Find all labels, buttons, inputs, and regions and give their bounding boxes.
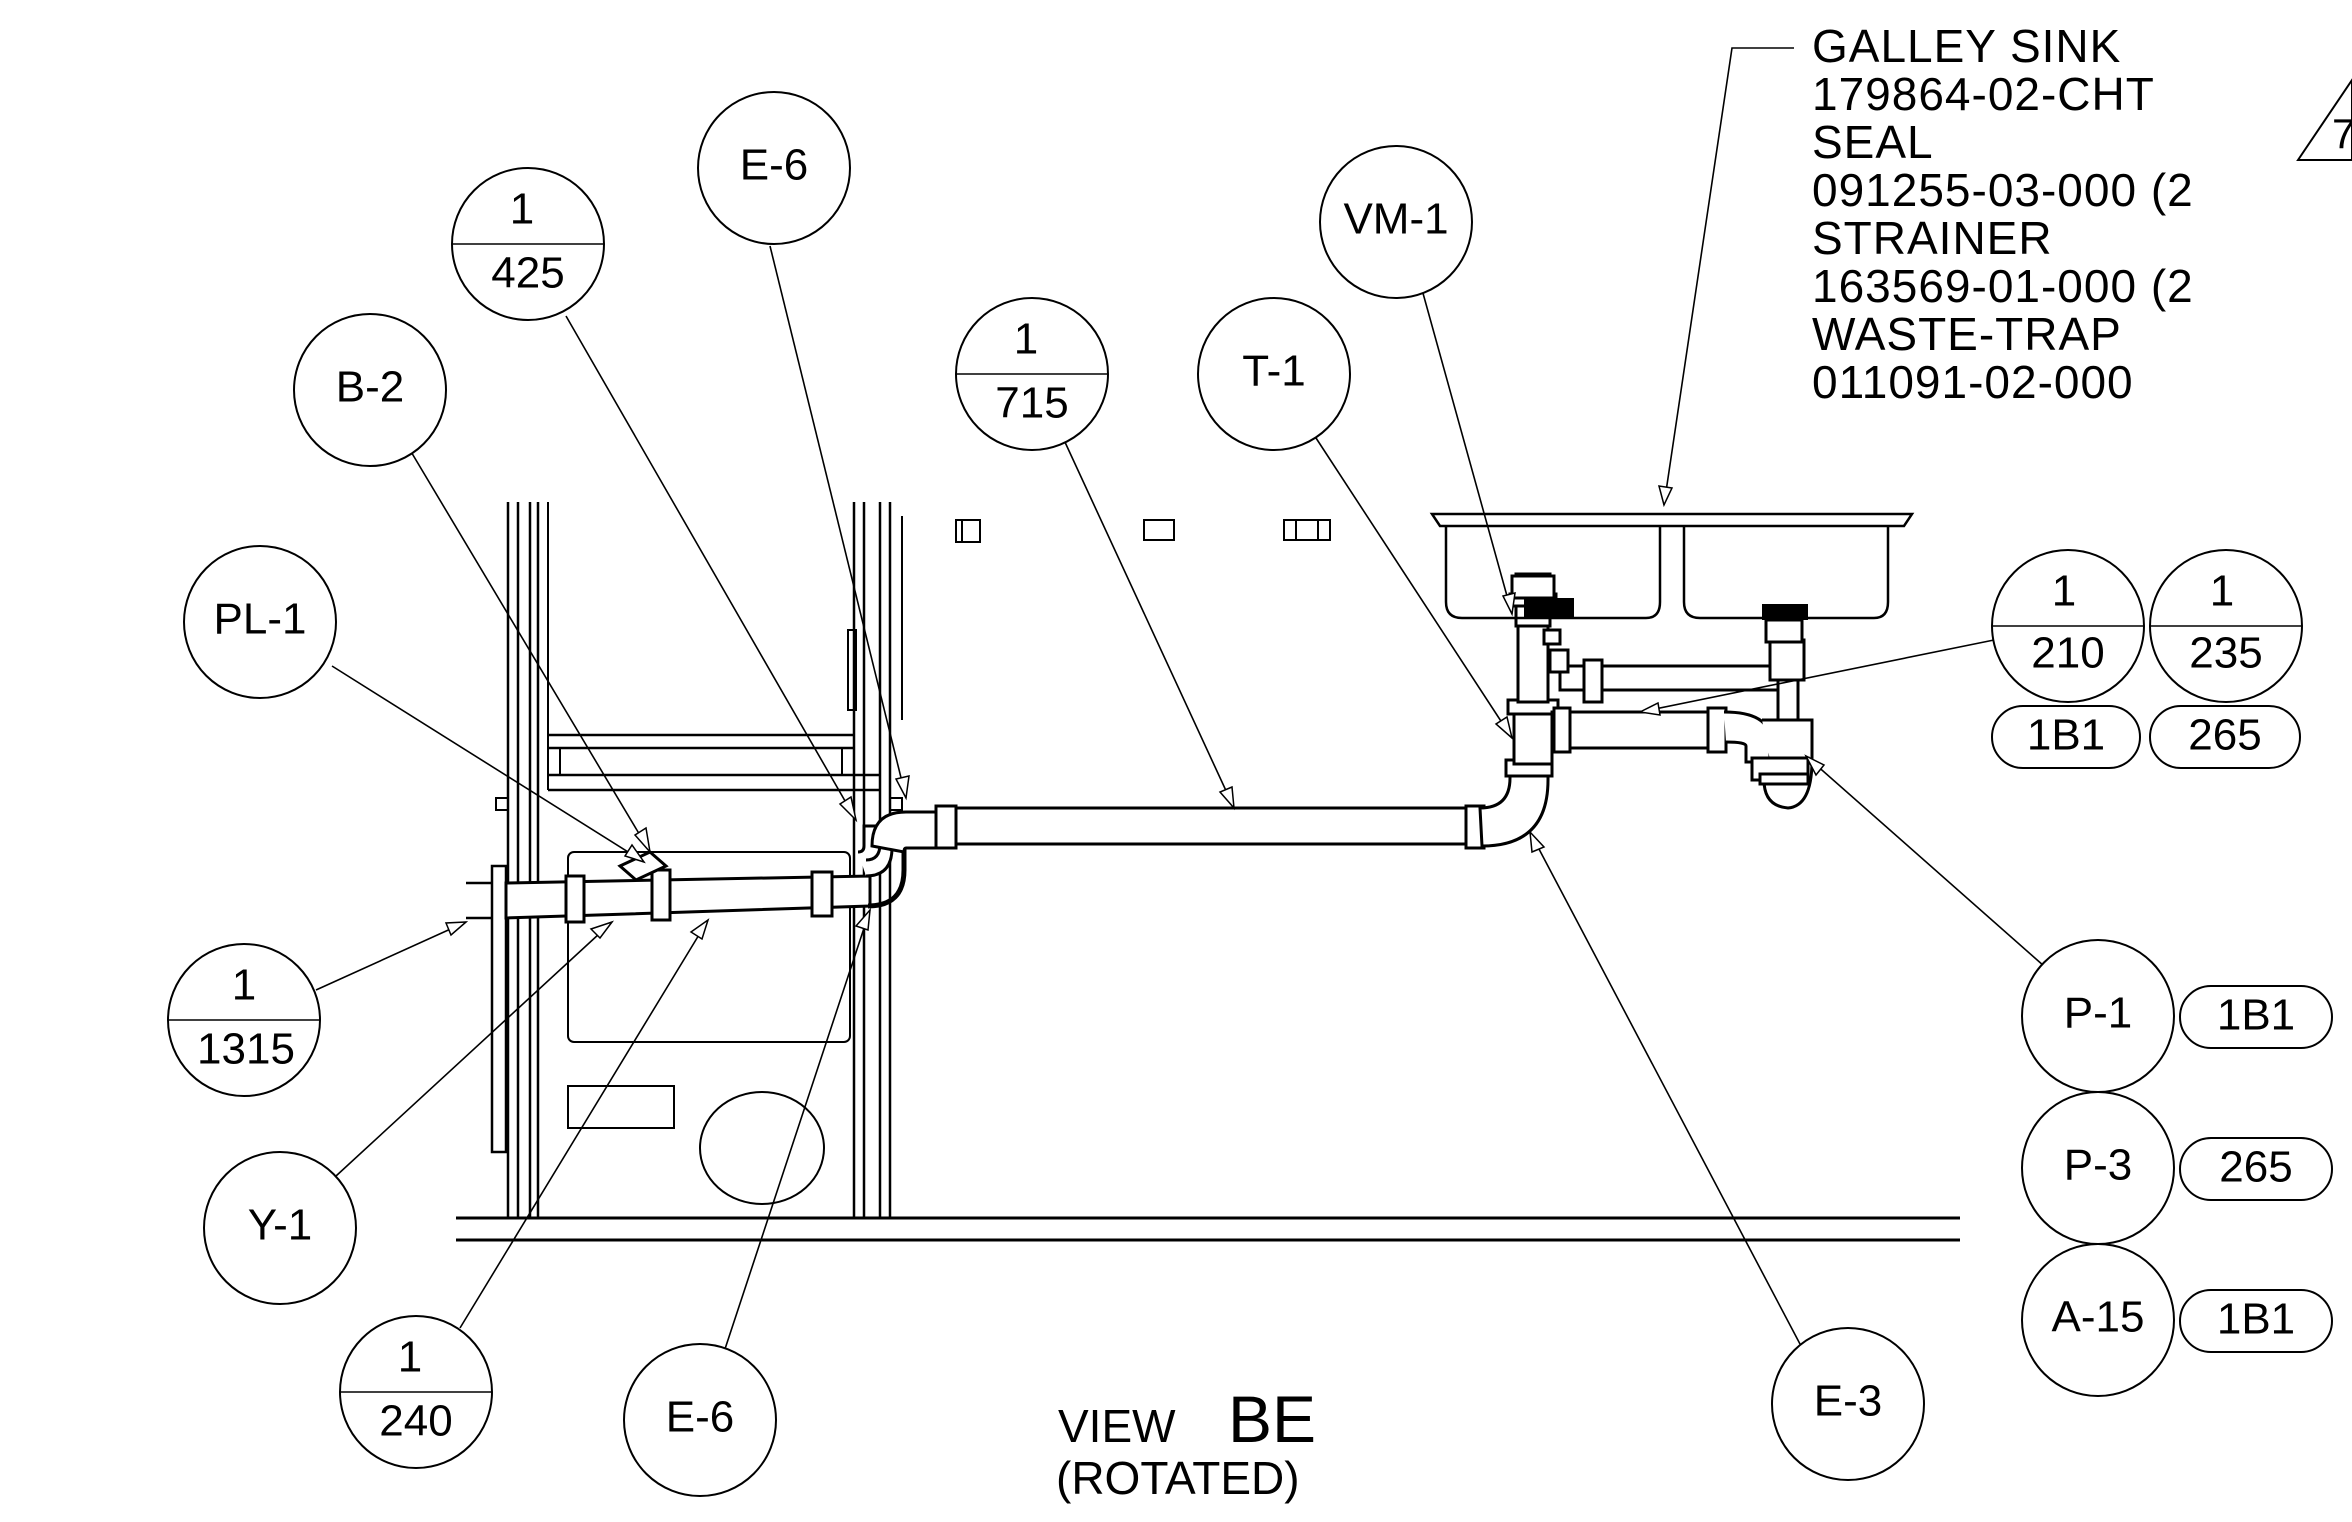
callout-label: VM-1 [1343, 195, 1448, 244]
tag-1b1-a15: 1B1 [2179, 1289, 2333, 1353]
callout-bubble-1-210: 1 210 [1991, 549, 2145, 703]
callout-bubble-1-425: 1 425 [451, 167, 605, 321]
tag-265-p3: 265 [2179, 1137, 2333, 1201]
callout-bubble-pl1: PL-1 [183, 545, 337, 699]
floor-line [456, 1216, 1960, 1242]
tag-1b1-p1: 1B1 [2179, 985, 2333, 1049]
callout-sheet: 1 [2210, 567, 2234, 616]
tag-label: 1B1 [2027, 711, 2105, 760]
main-drain-pipe [870, 758, 1554, 854]
note-line: SEAL [1812, 116, 1934, 168]
tag-265: 265 [2149, 705, 2301, 769]
leader-lines [315, 47, 2045, 1353]
revision-number: 7 [2332, 110, 2352, 157]
note-line: STRAINER [1812, 212, 2053, 264]
tag-label: 265 [2219, 1143, 2292, 1192]
note-line: 163569-01-000 (2 [1812, 260, 2194, 312]
callout-label: P-3 [2064, 1141, 2132, 1190]
callout-label: A-15 [2052, 1293, 2145, 1342]
callout-bubble-e6: E-6 [697, 91, 851, 245]
callout-sheet: 1 [2052, 567, 2076, 616]
note-line: 179864-02-CHT [1812, 68, 2155, 120]
callout-bubble-e6-lower: E-6 [623, 1343, 777, 1497]
callout-index: 240 [379, 1397, 452, 1446]
note-line: 011091-02-000 [1812, 356, 2134, 408]
callout-label: T-1 [1242, 347, 1306, 396]
callout-label: E-3 [1814, 1377, 1882, 1426]
callout-label: Y-1 [248, 1201, 312, 1250]
callout-label: P-1 [2064, 989, 2132, 1038]
view-note: (ROTATED) [1056, 1452, 1300, 1504]
lower-drain-pipe [504, 824, 907, 924]
view-id: BE [1228, 1382, 1316, 1456]
galley-sink-note: GALLEY SINK 179864-02-CHT SEAL 091255-03… [1812, 20, 2194, 408]
wall-brackets [955, 519, 1331, 543]
tag-1b1: 1B1 [1991, 705, 2141, 769]
callout-index: 425 [491, 249, 564, 298]
callout-bubble-p3: P-3 [2021, 1091, 2175, 1245]
callout-bubble-vm1: VM-1 [1319, 145, 1473, 299]
callout-bubble-p1: P-1 [2021, 939, 2175, 1093]
callout-index: 1315 [197, 1025, 295, 1074]
cabinet-structure [466, 502, 903, 1218]
tag-label: 1B1 [2217, 1295, 2295, 1344]
callout-index: 235 [2189, 629, 2262, 678]
callout-label: B-2 [336, 363, 404, 412]
view-prefix: VIEW [1058, 1400, 1176, 1452]
callout-bubble-y1: Y-1 [203, 1151, 357, 1305]
note-line: 091255-03-000 (2 [1812, 164, 2194, 216]
callout-sheet: 1 [232, 961, 256, 1010]
p-trap [1750, 638, 1814, 810]
tag-label: 1B1 [2217, 991, 2295, 1040]
note-line: GALLEY SINK [1812, 20, 2121, 72]
callout-bubble-1-240: 1 240 [339, 1315, 493, 1469]
callout-bubble-1-235: 1 235 [2149, 549, 2303, 703]
view-title: VIEW BE (ROTATED) [1056, 1382, 1316, 1504]
tag-label: 265 [2188, 711, 2261, 760]
callout-bubble-e3: E-3 [1771, 1327, 1925, 1481]
callout-index: 715 [995, 379, 1068, 428]
callout-bubble-1-1315: 1 1315 [167, 943, 321, 1097]
revision-triangle: 7 [2296, 78, 2352, 161]
callout-sheet: 1 [510, 185, 534, 234]
callout-bubble-t1: T-1 [1197, 297, 1351, 451]
callout-sheet: 1 [1014, 315, 1038, 364]
callout-label: E-6 [666, 1393, 734, 1442]
callout-index: 210 [2031, 629, 2104, 678]
callout-sheet: 1 [398, 1333, 422, 1382]
note-line: WASTE-TRAP [1812, 308, 2122, 360]
callout-label: E-6 [740, 141, 808, 190]
callout-bubble-a15: A-15 [2021, 1243, 2175, 1397]
callout-bubble-1-715: 1 715 [955, 297, 1109, 451]
callout-label: PL-1 [214, 595, 307, 644]
callout-bubble-b2: B-2 [293, 313, 447, 467]
galley-sink [1429, 512, 1915, 646]
